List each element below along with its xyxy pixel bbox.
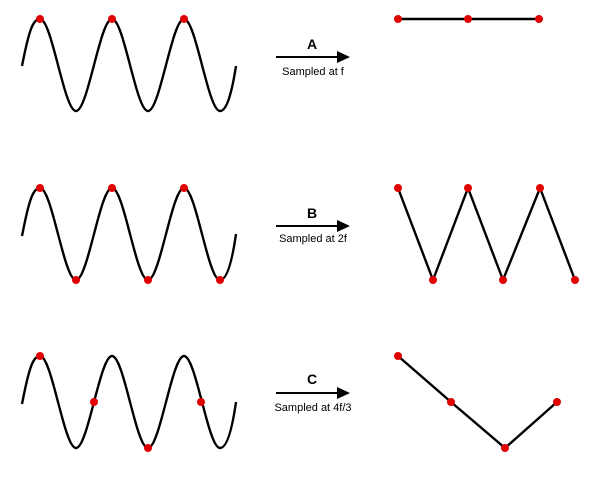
row-c-sample-point	[144, 444, 152, 452]
row-a-sample-point	[108, 15, 116, 23]
row-c-original-wave	[20, 354, 238, 450]
row-a-arrow	[276, 51, 350, 63]
row-c-sample-point	[197, 398, 205, 406]
row-c-label: C	[306, 371, 318, 387]
row-a-graphics	[20, 15, 543, 113]
row-a-reconstructed-point	[394, 15, 402, 23]
row-b-reconstructed-point	[536, 184, 544, 192]
row-a-reconstructed-point	[535, 15, 543, 23]
row-c-arrow	[276, 387, 350, 399]
row-a-reconstructed-point	[464, 15, 472, 23]
aliasing-diagram: A Sampled at f B Sampled at 2f	[0, 0, 611, 452]
row-b-reconstructed-point	[571, 276, 579, 284]
row-c-caption: Sampled at 4f/3	[274, 402, 352, 414]
row-b-label: B	[306, 205, 318, 221]
row-a-label: A	[306, 36, 318, 52]
row-b-sample-point	[144, 276, 152, 284]
row-c-reconstructed-signal	[397, 355, 558, 450]
row-b-sample-point	[36, 184, 44, 192]
row-c-reconstructed-point	[394, 352, 402, 360]
row-c: C Sampled at 4f/3	[0, 338, 611, 488]
row-b-sample-point	[108, 184, 116, 192]
row-b-arrow	[276, 220, 350, 232]
row-a-original-wave	[20, 17, 238, 113]
row-b-sample-point	[180, 184, 188, 192]
row-b-reconstructed-signal	[396, 184, 577, 284]
row-b-original-wave	[20, 186, 238, 282]
row-b-reconstructed-point	[499, 276, 507, 284]
row-a-sample-point	[180, 15, 188, 23]
row-c-sample-point	[90, 398, 98, 406]
row-b-reconstructed-point	[429, 276, 437, 284]
row-b-graphics	[20, 184, 579, 284]
row-c-reconstructed-point	[501, 444, 509, 452]
row-c-graphics	[20, 352, 561, 452]
row-c-sample-point	[36, 352, 44, 360]
row-b-sample-point	[72, 276, 80, 284]
row-a-caption: Sampled at f	[282, 66, 344, 78]
row-b-reconstructed-point	[394, 184, 402, 192]
row-a-sample-point	[36, 15, 44, 23]
row-c-reconstructed-point	[553, 398, 561, 406]
row-b-caption: Sampled at 2f	[279, 233, 347, 245]
row-b: B Sampled at 2f	[0, 170, 611, 320]
row-b-sample-point	[216, 276, 224, 284]
row-c-reconstructed-point	[447, 398, 455, 406]
row-a: A Sampled at f	[0, 0, 611, 150]
row-b-reconstructed-point	[464, 184, 472, 192]
